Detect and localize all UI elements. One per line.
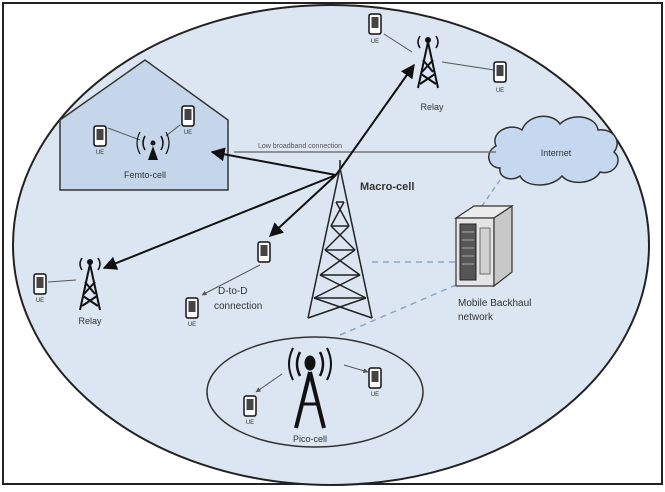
ue-phone-icon xyxy=(181,105,195,127)
relay-top-tower-icon xyxy=(417,35,439,89)
broadband-label: Low broadband connection xyxy=(258,143,342,150)
femto-cell-label: Femto-cell xyxy=(124,170,166,180)
arrow-to-relay-top xyxy=(335,63,415,176)
relay-left-tower-icon xyxy=(79,257,101,311)
backhaul-label-line2: network xyxy=(458,312,494,323)
ue-phone-icon xyxy=(257,241,271,263)
relay-label: Relay xyxy=(420,102,444,112)
pico-tower-icon xyxy=(288,347,332,429)
macro-tower-icon xyxy=(307,160,373,319)
arrow-to-femto xyxy=(210,147,337,176)
femto-ue-link-left xyxy=(107,127,141,141)
femto-ue-link-right xyxy=(165,124,181,137)
ue-label: UE xyxy=(246,420,254,426)
ue-phone-icon xyxy=(368,367,382,389)
arrow-to-ue-d2d xyxy=(268,174,337,237)
pico-ue-link-left xyxy=(255,373,283,393)
ue-label: UE xyxy=(36,298,44,304)
ue-label: UE xyxy=(184,130,192,136)
ue-phone-icon xyxy=(33,273,47,295)
ue-phone-icon xyxy=(493,61,507,83)
ue-phone-icon xyxy=(368,13,382,35)
relay-top-ue-link-right xyxy=(441,61,495,71)
internet-cloud xyxy=(488,115,619,186)
arrow-to-relay-left xyxy=(102,174,337,270)
ue-label: UE xyxy=(496,88,504,94)
relay-label: Relay xyxy=(78,316,102,326)
ue-label: UE xyxy=(96,150,104,156)
pico-ue-link-right xyxy=(343,364,369,374)
backhaul-server-icon xyxy=(454,204,514,288)
ue-phone-icon xyxy=(243,395,257,417)
d2d-link xyxy=(201,264,261,296)
relay-top-ue-link-left xyxy=(383,33,413,53)
ue-phone-icon xyxy=(93,125,107,147)
internet-label: Internet xyxy=(541,148,572,158)
d2d-label-line2: connection xyxy=(214,301,262,312)
femto-base-station-icon xyxy=(136,131,170,160)
ue-phone-icon xyxy=(185,297,199,319)
pico-cell-label: Pico-cell xyxy=(293,434,327,444)
ue-label: UE xyxy=(371,392,379,398)
ue-label: UE xyxy=(188,322,196,328)
ue-label: UE xyxy=(371,39,379,45)
macro-cell-label: Macro-cell xyxy=(360,181,414,193)
backhaul-label-line1: Mobile Backhaul xyxy=(458,298,531,309)
relay-left-ue-link xyxy=(47,279,77,283)
d2d-label-line1: D-to-D xyxy=(218,286,247,297)
